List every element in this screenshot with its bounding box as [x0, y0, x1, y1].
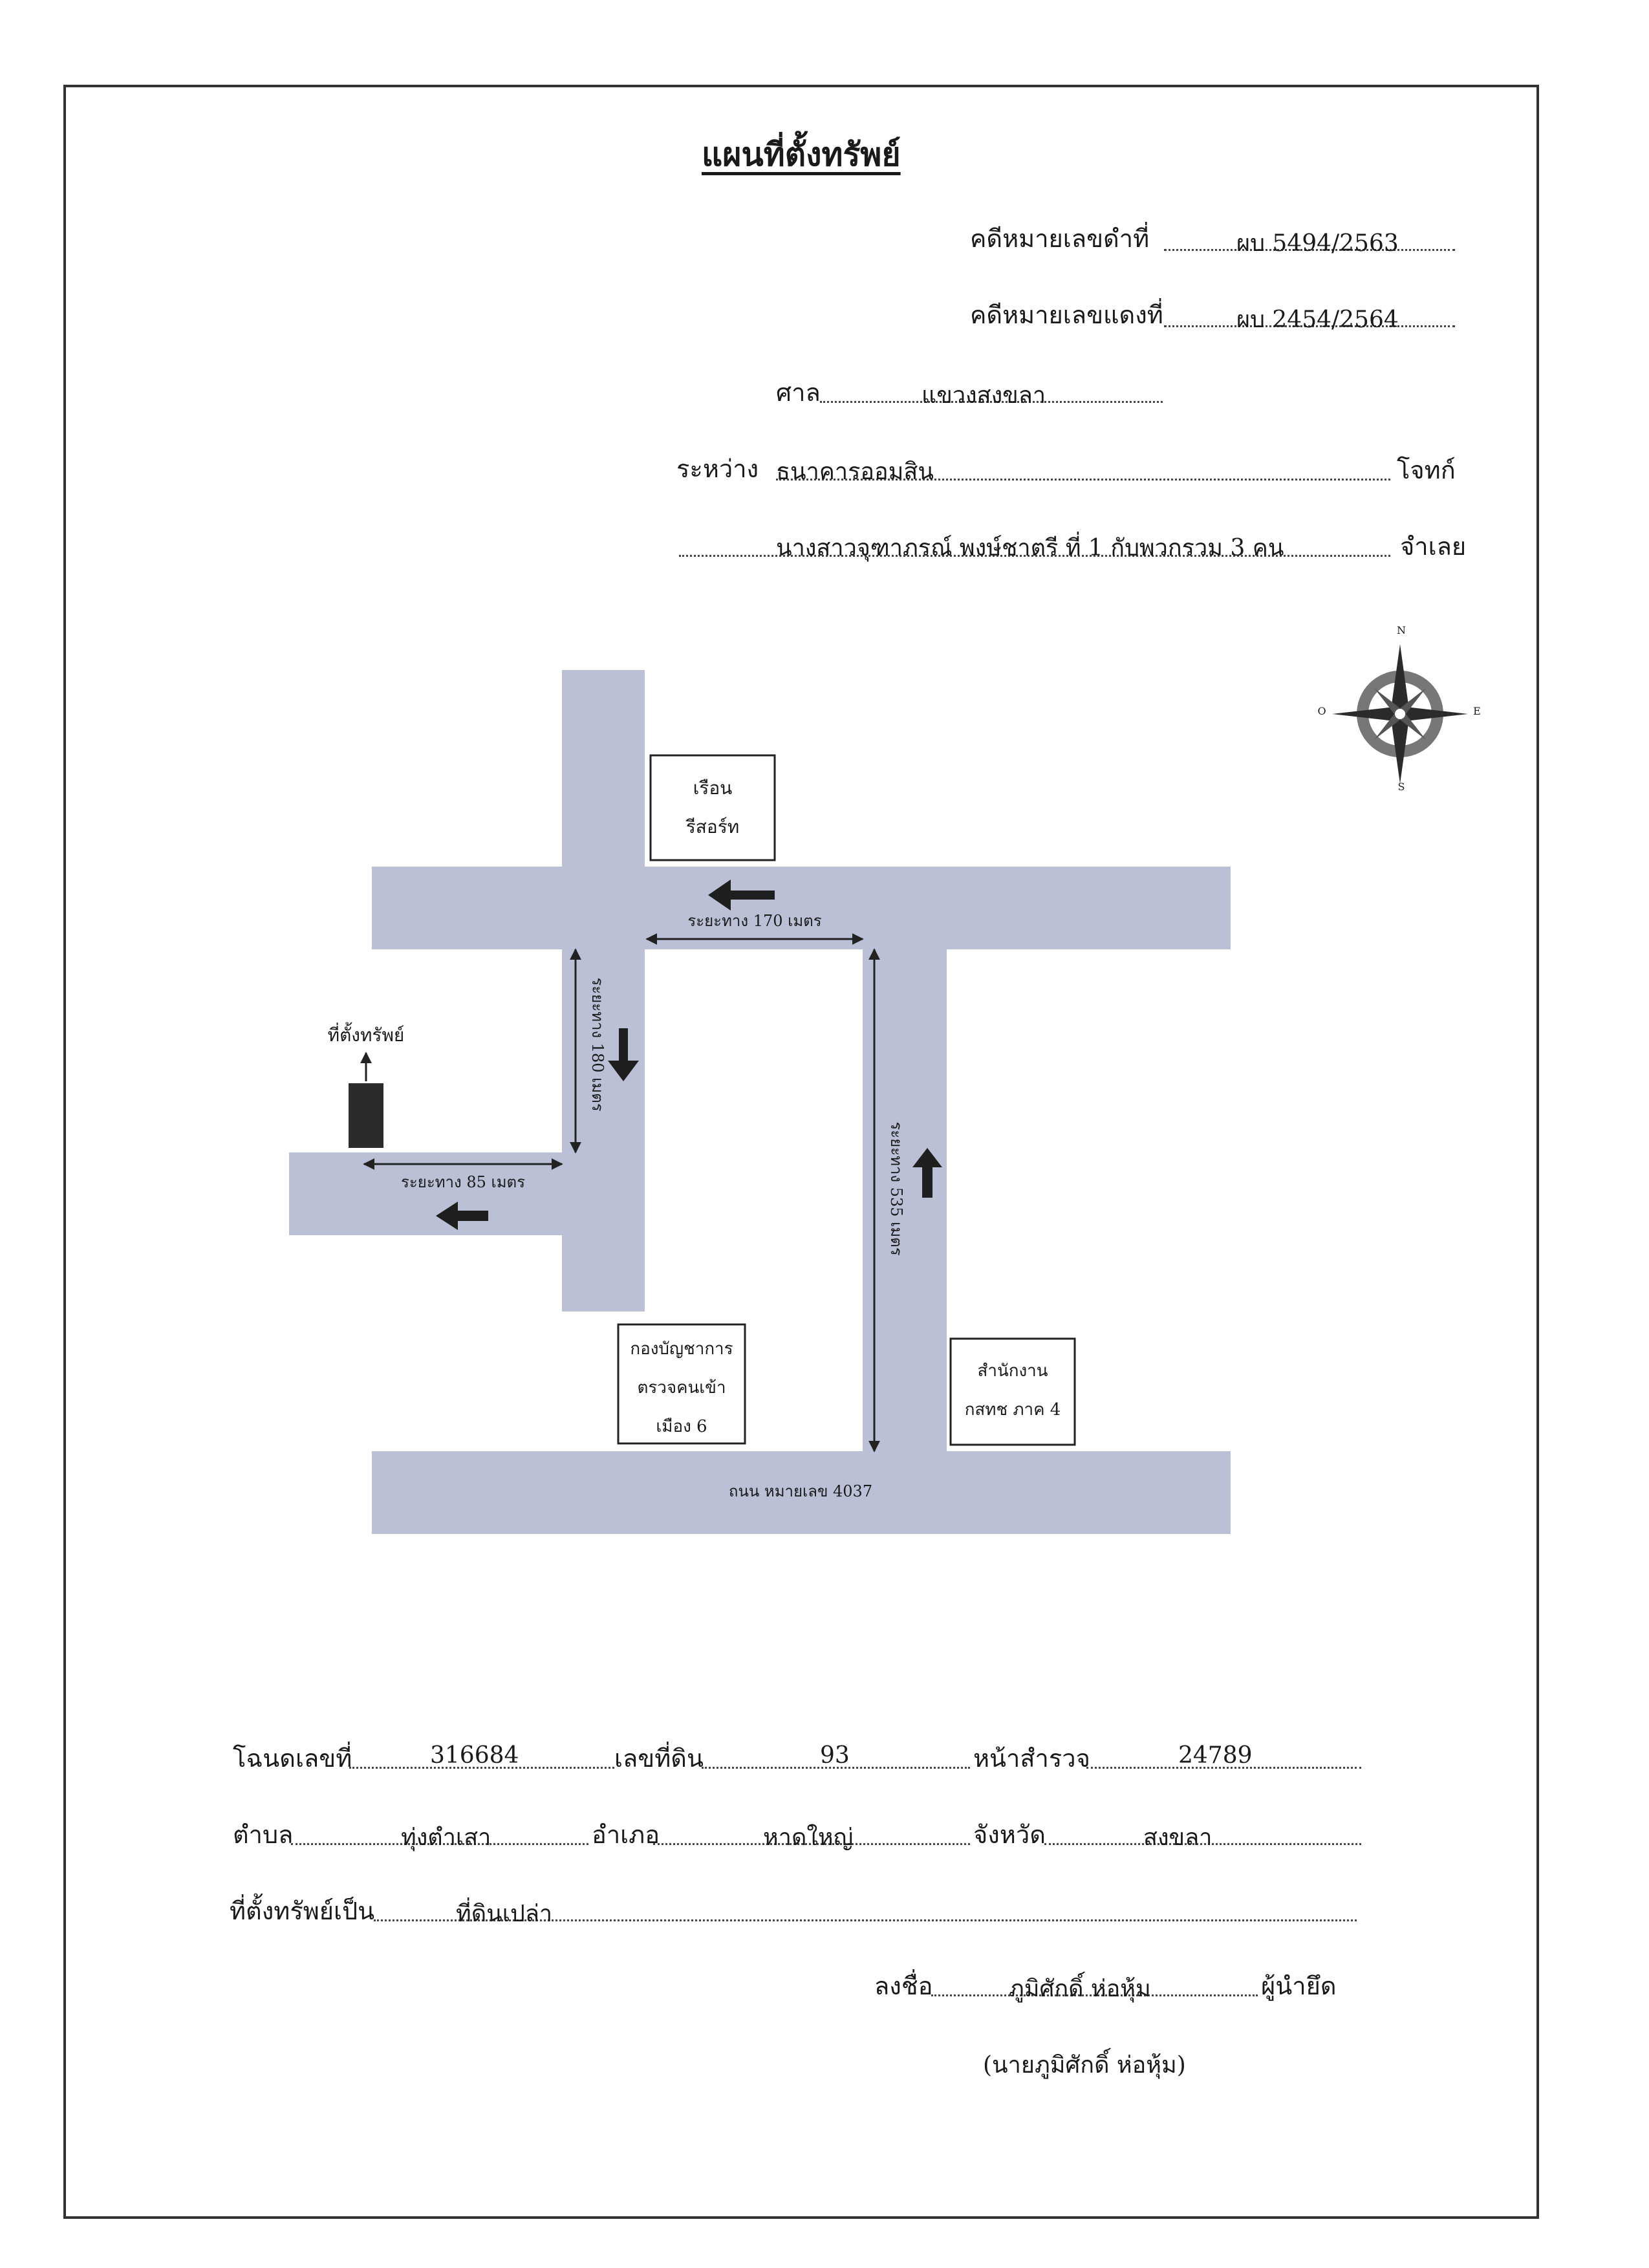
- survey-label: หน้าสำรวจ: [973, 1744, 1090, 1773]
- survey-value: 24789: [1178, 1742, 1253, 1769]
- signature-role: ผู้นำยึด: [1261, 1972, 1337, 2000]
- black-case-label: คดีหมายเลขดำที่: [970, 224, 1150, 253]
- subdistrict-line: [291, 1843, 588, 1845]
- deed-value: 316684: [430, 1742, 519, 1769]
- land-no-line: [702, 1767, 970, 1769]
- compass-s: S: [1398, 781, 1405, 793]
- direction-arrow-west-top: [708, 880, 775, 911]
- compass-rose-icon: [1332, 644, 1468, 784]
- court-value: แขวงสงขลา: [921, 382, 1046, 409]
- roads: [289, 670, 1231, 1534]
- immigration-label-3: เมือง 6: [656, 1417, 707, 1436]
- road-bottom-4037: [372, 1451, 1231, 1534]
- subdistrict-value: ทุ่งตำเสา: [401, 1824, 491, 1851]
- property-label: ที่ตั้งทรัพย์: [328, 1022, 405, 1046]
- page-frame: [63, 85, 1539, 2219]
- distance-180: ระยะทาง 180 เมตร: [588, 977, 607, 1111]
- province-label: จังหวัด: [973, 1820, 1046, 1849]
- distance-535: ระยะทาง 535 เมตร: [887, 1121, 905, 1255]
- office-box: [949, 1337, 1076, 1446]
- direction-arrow-south: [608, 1028, 639, 1081]
- court-label: ศาล: [776, 378, 821, 407]
- defendant-value: นางสาวจุฑาภรณ์ พงษ์ชาตรี ที่ 1 กับพวกรวม…: [776, 535, 1284, 561]
- road-top-horizontal: [372, 867, 1231, 949]
- land-no-label: เลขที่ดิน: [614, 1744, 704, 1773]
- plaintiff-value: ธนาคารออมสิน: [776, 459, 934, 485]
- defendant-role: จำเลย: [1400, 532, 1467, 561]
- distance-170: ระยะทาง 170 เมตร: [687, 912, 821, 930]
- office-label-2: กสทช ภาค 4: [965, 1400, 1061, 1420]
- signer-full-name: (นายภูมิศักดิ์ ห่อหุ้ม): [983, 2052, 1186, 2079]
- compass-w: O: [1317, 705, 1326, 717]
- resort-label-1: เรือน: [693, 777, 733, 799]
- subdistrict-label: ตำบล: [233, 1820, 294, 1849]
- property-type-line: [374, 1919, 1357, 1921]
- plaintiff-role: โจทก์: [1397, 456, 1456, 484]
- district-value: หาดใหญ่: [763, 1824, 854, 1851]
- deed-label: โฉนดเลขที่: [233, 1744, 352, 1773]
- signature-line: [931, 1994, 1258, 1996]
- compass-n: N: [1397, 624, 1406, 636]
- province-value: สงขลา: [1143, 1824, 1212, 1851]
- property-type-value: ที่ดินเปล่า: [456, 1901, 553, 1927]
- red-case-line: [1164, 325, 1455, 327]
- province-line: [1044, 1843, 1361, 1845]
- immigration-box: [617, 1323, 746, 1445]
- black-case-line: [1164, 249, 1455, 251]
- plaintiff-line: [776, 479, 1390, 481]
- between-label: ระหว่าง: [676, 455, 759, 483]
- signature-label: ลงชื่อ: [874, 1972, 933, 2000]
- immigration-label-1: กองบัญชาการ: [630, 1339, 733, 1359]
- compass-e: E: [1473, 705, 1481, 717]
- black-case-value: ผบ 5494/2563: [1236, 230, 1399, 257]
- direction-arrow-north: [912, 1148, 942, 1198]
- red-case-label: คดีหมายเลขแดงที่: [970, 301, 1163, 329]
- property-type-label: ที่ตั้งทรัพย์เป็น: [230, 1897, 375, 1925]
- immigration-label-2: ตรวจคนเข้า: [637, 1378, 726, 1398]
- court-line: [820, 401, 1163, 403]
- defendant-line: [679, 555, 1390, 557]
- road-label-4037: ถนน หมายเลข 4037: [729, 1482, 872, 1500]
- distance-85: ระยะทาง 85 เมตร: [401, 1173, 525, 1191]
- resort-box: [649, 754, 776, 861]
- direction-arrow-west-left: [436, 1202, 488, 1230]
- signature-value: ภูมิศักดิ์ ห่อหุ้ม: [1009, 1976, 1151, 2002]
- red-case-value: ผบ 2454/2564: [1236, 307, 1399, 333]
- deed-line: [349, 1767, 614, 1769]
- district-line: [653, 1843, 970, 1845]
- survey-line: [1086, 1767, 1361, 1769]
- district-label: อำเภอ: [592, 1820, 660, 1849]
- resort-label-2: รีสอร์ท: [685, 816, 739, 837]
- page-title: แผนที่ตั้งทรัพย์: [702, 135, 901, 173]
- office-label-1: สำนักงาน: [977, 1361, 1048, 1381]
- property-marker: [349, 1083, 383, 1148]
- land-no-value: 93: [820, 1742, 850, 1769]
